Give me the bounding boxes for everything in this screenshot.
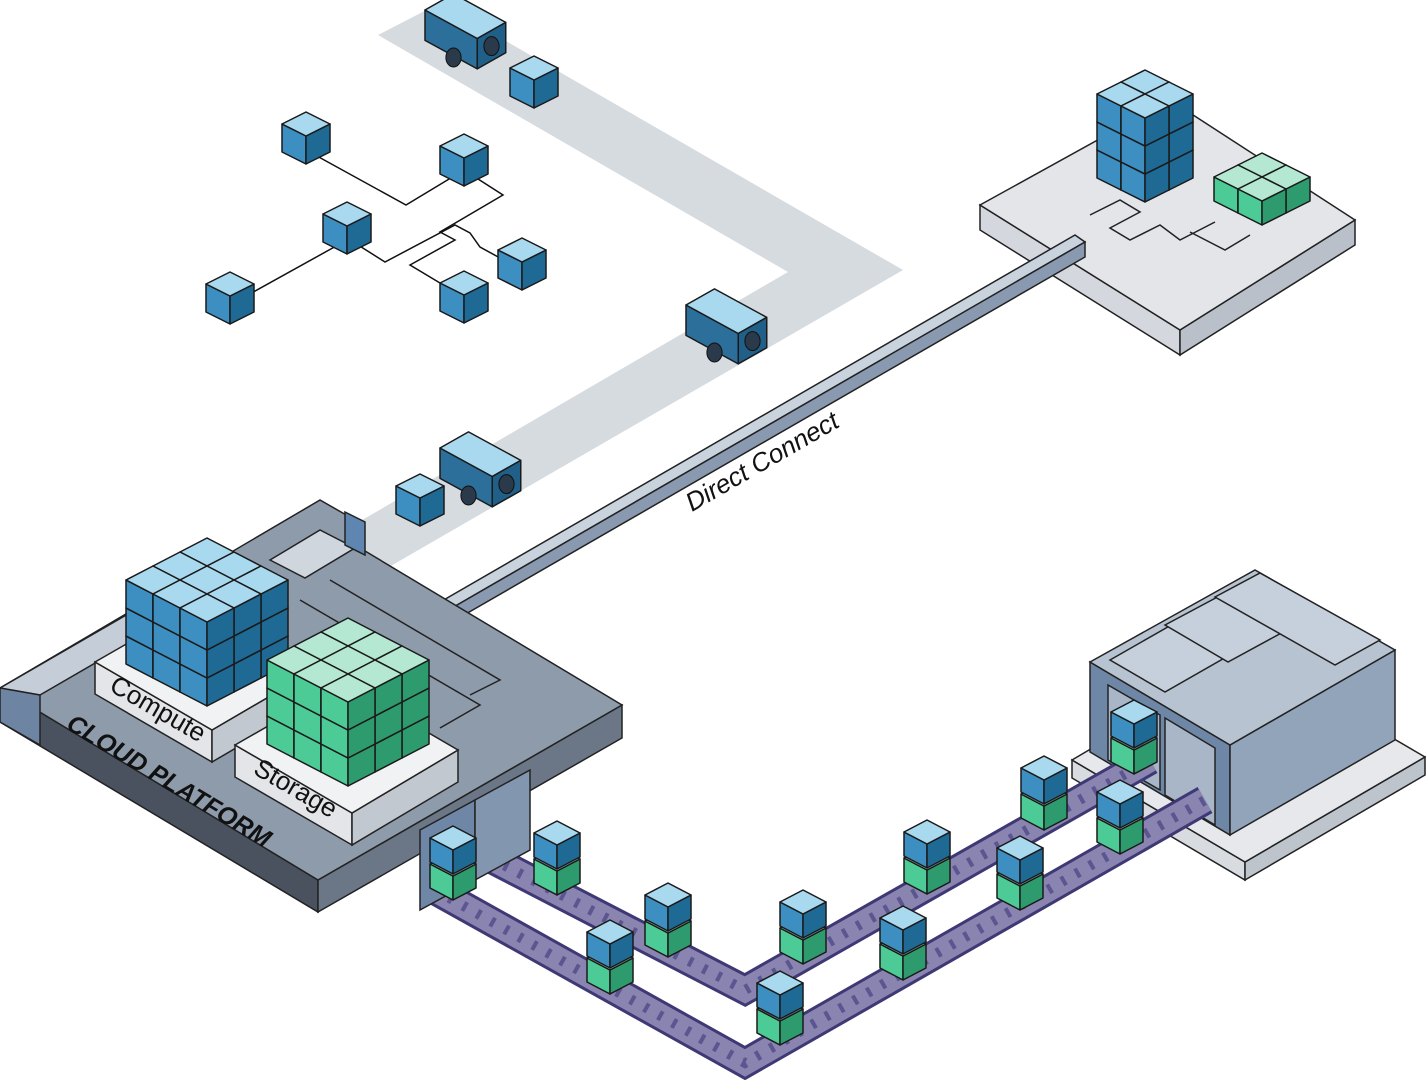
conveyor-belts <box>427 746 1213 1080</box>
blue-cube <box>779 889 827 939</box>
cube-top-face <box>1110 699 1158 725</box>
blue-cube <box>322 201 372 255</box>
trucks <box>424 0 768 508</box>
on-premise-servers <box>1096 69 1311 226</box>
blue-cube <box>439 270 489 324</box>
blue-cube <box>879 905 927 955</box>
cube-top-face <box>756 970 804 996</box>
blue-cube <box>586 919 634 969</box>
blue-cube <box>1120 93 1170 147</box>
storage-cubes <box>266 617 430 787</box>
cube-top-face <box>179 593 235 623</box>
cube-top-face <box>586 919 634 945</box>
truck-wheel <box>498 474 515 495</box>
green-cube <box>1237 176 1287 226</box>
blue-cube <box>644 882 692 932</box>
truck-icon <box>685 288 768 365</box>
cube-top-face <box>439 270 489 296</box>
cube-top-face <box>509 55 559 81</box>
blue-cube <box>509 55 559 109</box>
truck-wheel <box>483 36 500 57</box>
blue-cube <box>903 819 951 869</box>
outer-conveyor-chevrons <box>432 795 1208 1069</box>
truck-wheel <box>706 342 723 363</box>
cube-top-face <box>779 889 827 915</box>
blue-cube <box>1020 755 1068 805</box>
cube-top-face <box>395 473 445 499</box>
truck-wheel <box>744 331 761 352</box>
network-nodes <box>205 55 559 527</box>
conveyor-cubes <box>429 699 1158 1046</box>
blue-cube <box>439 133 489 187</box>
blue-cube <box>533 820 581 870</box>
cube-top-face <box>1120 93 1170 119</box>
blue-cube <box>179 593 235 651</box>
inner-conveyor <box>484 749 1156 1004</box>
cube-top-face <box>439 133 489 159</box>
cube-top-face <box>996 835 1044 861</box>
blue-cube <box>429 825 477 875</box>
cube-top-face <box>497 237 547 263</box>
blue-cube <box>205 271 255 325</box>
cube-top-face <box>903 819 951 845</box>
on-premise-platform <box>978 99 1357 357</box>
truck-wheel <box>445 47 462 68</box>
transport-road <box>345 3 903 578</box>
blue-cube <box>756 970 804 1020</box>
compute-cubes <box>125 537 289 707</box>
truck-wheel <box>460 485 477 506</box>
blue-cube <box>395 473 445 527</box>
green-cube <box>320 673 376 731</box>
blue-cube <box>281 111 331 165</box>
cube-top-face <box>533 820 581 846</box>
cube-top-face <box>1237 176 1287 202</box>
cube-top-face <box>320 673 376 703</box>
truck-icon <box>439 431 522 508</box>
cube-top-face <box>1096 779 1144 805</box>
cube-top-face <box>281 111 331 137</box>
blue-cube <box>1096 779 1144 829</box>
cube-top-face <box>644 882 692 908</box>
blue-cube <box>996 835 1044 885</box>
blue-cube <box>1110 699 1158 749</box>
cube-top-face <box>429 825 477 851</box>
cube-top-face <box>1020 755 1068 781</box>
cube-top-face <box>205 271 255 297</box>
cube-top-face <box>322 201 372 227</box>
cube-top-face <box>879 905 927 931</box>
blue-cube <box>497 237 547 291</box>
truck-icon <box>424 0 507 70</box>
